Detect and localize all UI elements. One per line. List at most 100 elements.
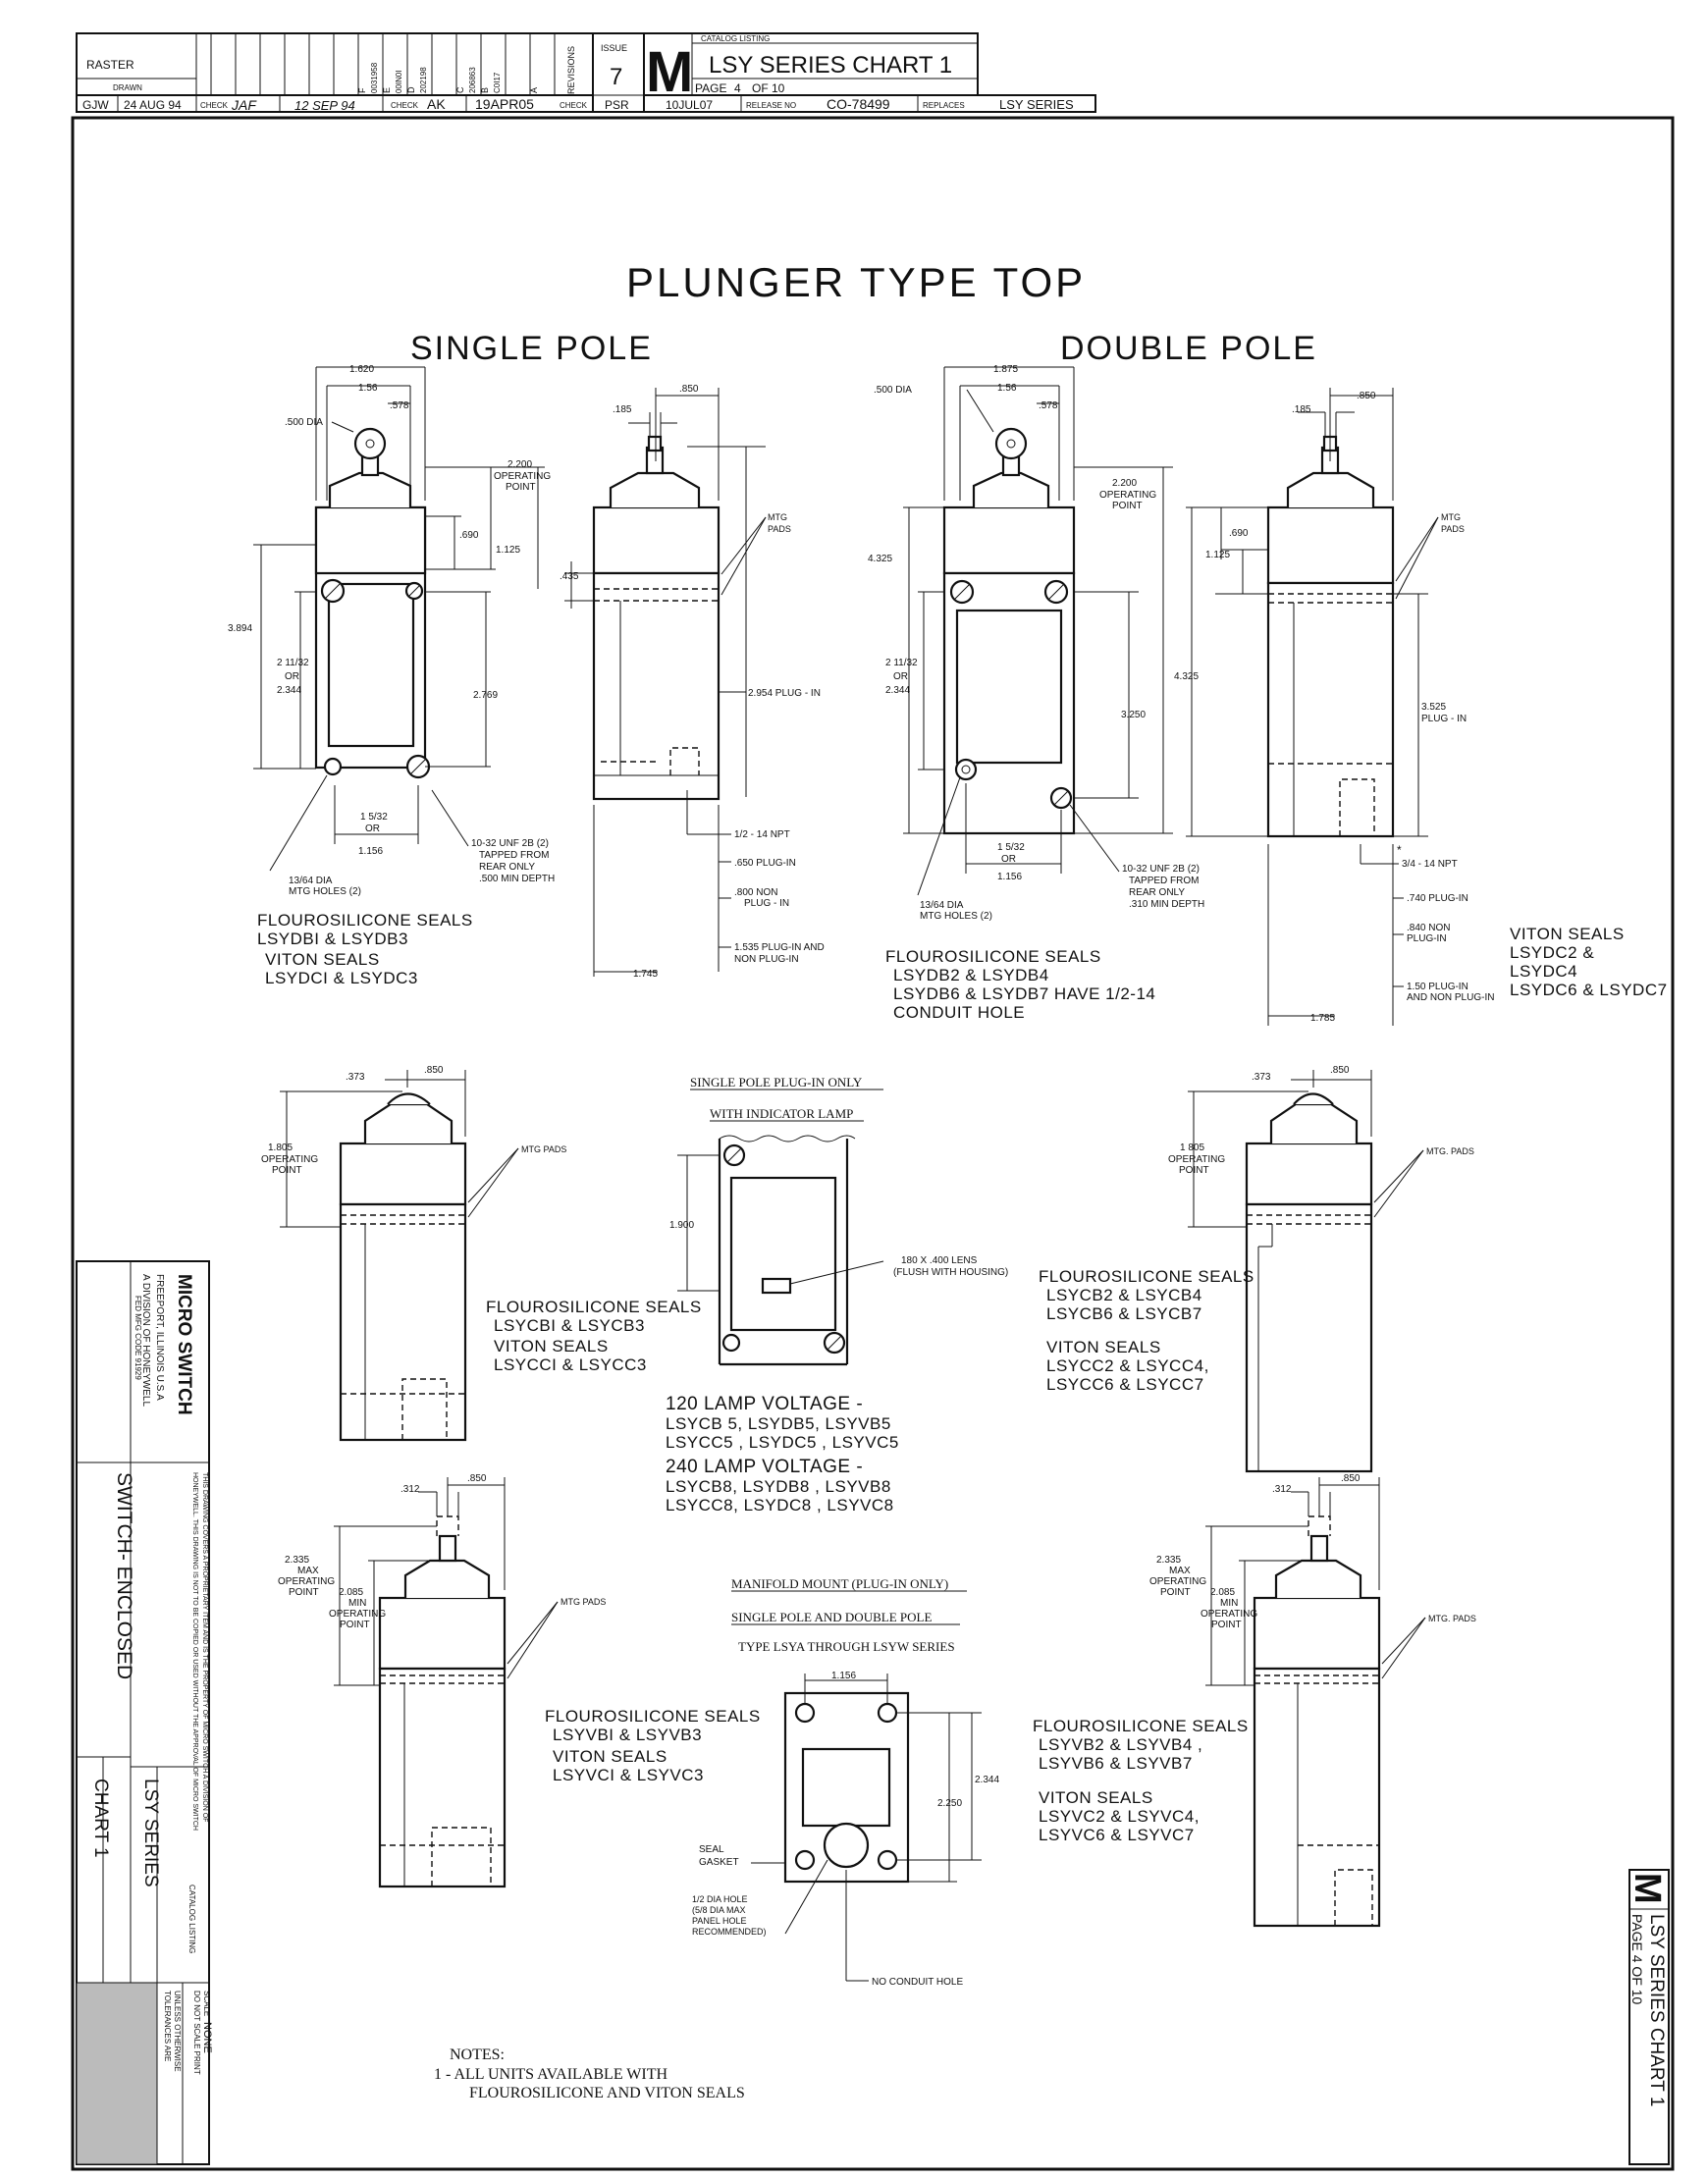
sp-side-plugin: 2.954 PLUG - IN — [748, 688, 821, 699]
dp-1156: 1.156 — [997, 872, 1022, 882]
ml-850: .850 — [424, 1065, 444, 1076]
man-hole-1: 1/2 DIA HOLE — [692, 1894, 748, 1904]
side-location: FREEPORT, ILLINOIS U.S.A — [154, 1274, 165, 1401]
dp-dia: .500 DIA — [874, 385, 912, 396]
lr-mtg: MTG. PADS — [1428, 1614, 1476, 1623]
ml-seal-2: LSYCBI & LSYCB3 — [494, 1316, 645, 1335]
dp-1-5-32: 1 5/32 — [997, 842, 1025, 853]
ml-op-2: POINT — [272, 1165, 302, 1176]
sp-or: OR — [285, 671, 299, 682]
dp-side-850: .850 — [1357, 391, 1376, 401]
dp-tap-3: REAR ONLY — [1129, 887, 1185, 898]
checked-date: 12 SEP 94 — [294, 98, 355, 113]
ml-mtg: MTG PADS — [521, 1144, 566, 1154]
side-catalog: CATALOG LISTING — [187, 1885, 196, 1953]
mr-op: 1 805 — [1180, 1143, 1204, 1153]
sp-or-2: OR — [365, 824, 380, 834]
dp-seal-2: LSYDB2 & LSYDB4 — [893, 966, 1049, 984]
lr-850: .850 — [1341, 1473, 1361, 1484]
dp-or-2: OR — [1001, 854, 1016, 865]
lr-seal-4: VITON SEALS — [1039, 1788, 1153, 1807]
rev-c: C — [455, 86, 465, 93]
raster-label: RASTER — [86, 58, 134, 72]
lr-min-1: MIN — [1220, 1598, 1238, 1609]
mid-left-side-view: .373 .850 1.805 OPERATING POINT MTG PADS — [261, 1065, 566, 1442]
mr-seal-1: FLOUROSILICONE SEALS — [1039, 1267, 1254, 1286]
side-legal-1: THIS DRAWING COVERS A PROPRIETARY ITEM A… — [201, 1472, 208, 1822]
single-pole-front-view: .500 DIA 1.620 1.56 .578 2.200 OPERATING… — [228, 364, 555, 897]
sheet-border — [71, 116, 1675, 2171]
mr-373: .373 — [1252, 1072, 1271, 1083]
side-series: LSY SERIES — [140, 1779, 161, 1887]
sp-1125: 1.125 — [496, 545, 520, 556]
ind-title-1: SINGLE POLE PLUG-IN ONLY — [690, 1075, 863, 1090]
indicator-lamp-view: SINGLE POLE PLUG-IN ONLY WITH INDICATOR … — [669, 1075, 1008, 1366]
dp-tap-2: TAPPED FROM — [1129, 876, 1199, 886]
man-title-3: TYPE LSYA THROUGH LSYW SERIES — [738, 1639, 955, 1654]
side-product: SWITCH- ENCLOSED — [113, 1472, 135, 1679]
ind-title-2: WITH INDICATOR LAMP — [710, 1106, 853, 1121]
lamp-4: 240 LAMP VOLTAGE - — [666, 1457, 863, 1477]
ind-1900: 1.900 — [669, 1220, 694, 1231]
rev-d: D — [406, 86, 416, 93]
side-do-not-scale: DO NOT SCALE PRINT — [192, 1991, 201, 2075]
ml-373: .373 — [346, 1072, 365, 1083]
lr-min-2: OPERATING — [1201, 1609, 1257, 1620]
issue-by: PSR — [605, 98, 629, 112]
ll-max-2: OPERATING — [278, 1576, 335, 1587]
dp-seal-4: CONDUIT HOLE — [893, 1003, 1025, 1022]
lr-seal-1: FLOUROSILICONE SEALS — [1033, 1717, 1249, 1735]
mr-op-1: OPERATING — [1168, 1154, 1225, 1165]
mr-850: .850 — [1330, 1065, 1350, 1076]
notes-line-2: FLOUROSILICONE AND VITON SEALS — [469, 2085, 745, 2101]
side-legal-2: HONEYWELL. THIS DRAWING IS NOT TO BE COP… — [191, 1472, 198, 1831]
dp-side-npt: 3/4 - 14 NPT — [1402, 859, 1458, 870]
sp-op-2: POINT — [506, 482, 536, 493]
sp-side-800-2: PLUG - IN — [744, 898, 789, 909]
checked-by-2: AK — [427, 96, 446, 112]
dp-viton-1: VITON SEALS — [1510, 925, 1625, 943]
side-division: A DIVISION OF HONEYWELL — [140, 1274, 151, 1407]
sp-side-1745: 1.745 — [633, 969, 658, 980]
dp-side-3525-2: PLUG - IN — [1421, 714, 1467, 724]
sp-w2: 1.56 — [358, 383, 378, 394]
dp-side-star: * — [1397, 843, 1402, 857]
check-label-3: CHECK — [560, 101, 588, 110]
release-number: CO-78499 — [827, 96, 890, 112]
low-right-side-view: .312 .850 2.335 MAX OPERATING POINT 2.08… — [1149, 1473, 1476, 1928]
sp-seal-2: LSYDBI & LSYDB3 — [257, 930, 408, 948]
lamp-3: LSYCC5 , LSYDC5 , LSYVC5 — [666, 1433, 899, 1452]
sp-side-1535-2: NON PLUG-IN — [734, 954, 799, 965]
dp-tap-4: .310 MIN DEPTH — [1129, 899, 1204, 910]
mid-right-side-view: .373 .850 1 805 OPERATING POINT MTG. PAD… — [1168, 1065, 1474, 1473]
sp-2344: 2.344 — [277, 685, 301, 696]
sp-dia: .500 DIA — [285, 417, 323, 428]
sp-2-11-32: 2 11/32 — [277, 658, 309, 668]
ll-max: 2.335 — [285, 1555, 309, 1566]
release-label: RELEASE NO — [746, 101, 796, 110]
sp-1156: 1.156 — [358, 846, 383, 857]
ml-seal-1: FLOUROSILICONE SEALS — [486, 1298, 702, 1316]
page-number: 4 — [734, 81, 741, 95]
lr-max-2: OPERATING — [1149, 1576, 1206, 1587]
lr-min: 2.085 — [1210, 1587, 1235, 1598]
sp-3894: 3.894 — [228, 623, 252, 634]
ll-min: 2.085 — [339, 1587, 363, 1598]
dp-2344: 2.344 — [885, 685, 910, 696]
stamp-logo: M — [1627, 1873, 1668, 1904]
title-block: RASTER DRAWN F 0031958 E 00IN0I D 202198… — [76, 32, 1096, 113]
dp-tap-1: 10-32 UNF 2B (2) — [1122, 864, 1200, 875]
dp-viton-3: LSYDC4 — [1510, 962, 1577, 981]
ll-max-1: MAX — [297, 1566, 319, 1576]
dp-w3: .578 — [1039, 400, 1058, 411]
dp-side-840-1: .840 NON — [1407, 923, 1450, 933]
dp-mtg-1: 13/64 DIA — [920, 900, 964, 911]
dp-side-1785: 1.785 — [1310, 1013, 1335, 1024]
rev-b: B — [480, 87, 490, 93]
ll-mtg: MTG PADS — [560, 1597, 606, 1607]
check-label-2: CHECK — [391, 101, 419, 110]
rev-code-c: 206863 — [468, 67, 477, 93]
dp-op-1: OPERATING — [1099, 490, 1156, 501]
single-pole-heading: SINGLE POLE — [410, 330, 653, 367]
